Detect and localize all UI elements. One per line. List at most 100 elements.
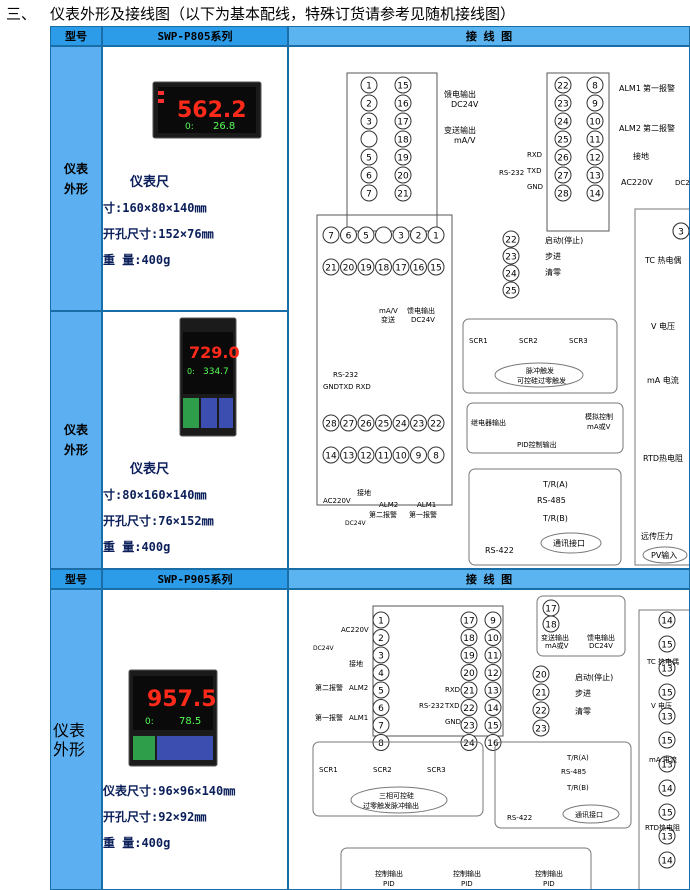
scr1-label: SCR1 <box>469 337 488 345</box>
alm1-text-2: 第一报警 <box>409 510 437 519</box>
terminal-bottom2-3 <box>375 446 392 464</box>
display-sub-right: 334.7 <box>203 367 229 377</box>
cutout-spec: 开孔尺寸:152×76㎜ <box>103 227 214 241</box>
terminal-right2-4 <box>586 148 604 166</box>
terminal-bottom1-2-number: 26 <box>360 420 372 430</box>
terminal-top-0 <box>322 226 340 244</box>
header-wiring: 接 线 图 <box>288 26 690 46</box>
terminal-right2-0 <box>586 76 604 94</box>
terminal-right2-3 <box>586 130 604 148</box>
block2-label: 仪表外形 <box>50 311 102 569</box>
display-main: 957.5 <box>147 687 217 712</box>
rxd-label-3: RXD <box>445 686 460 694</box>
terminal-mid-3-number: 18 <box>397 136 409 146</box>
terminal-right2-2-number: 10 <box>589 118 601 128</box>
trans-label-3: 变送输出 <box>541 633 569 642</box>
terminal-top-6 <box>427 226 445 244</box>
terminal-mid-6 <box>394 184 412 202</box>
terminal-ctrl-1-number: 23 <box>505 253 516 263</box>
display-sub-left: 0: <box>145 717 154 727</box>
alm1-text: 第一报警 <box>643 83 675 93</box>
terminal-bottom2-0 <box>322 446 340 464</box>
terminal-p905-left-4 <box>372 681 390 699</box>
terminal-right2-3-number: 11 <box>589 136 600 146</box>
terminal-left-6-number: 7 <box>366 190 372 200</box>
terminal-second-4 <box>392 258 410 276</box>
section-heading: 三、仪表外形及接线图（以下为基本配线，特殊订货请参考见随机接线图） <box>6 3 515 24</box>
v-label-3: V 电压 <box>651 701 672 710</box>
terminal-p905-left-0 <box>372 611 390 629</box>
terminal-p905-left-2 <box>372 646 390 664</box>
terminal-p905-input-3-number: 15 <box>661 689 672 699</box>
terminal-p905-ctrl-1-number: 21 <box>535 689 546 699</box>
block3-model: 957.5 0: 78.5 仪表尺寸:96×96×140㎜ 开孔尺寸:92×92… <box>102 589 288 890</box>
trans-unit-3: mA或V <box>545 641 569 650</box>
terminal-p905-r1-5 <box>460 699 478 716</box>
terminal-right1-3 <box>554 130 572 148</box>
terminal-p905-left-4-number: 5 <box>378 687 384 697</box>
terminal-p905-input-1-number: 15 <box>661 641 672 651</box>
terminal-p905-r1-6-number: 23 <box>463 722 474 732</box>
terminal-right2-0-number: 8 <box>592 82 598 92</box>
terminal-p905-r1-0 <box>460 611 478 629</box>
ac-label-3: AC220V <box>341 626 369 634</box>
terminal-p905-r1-2-number: 19 <box>463 652 475 662</box>
terminal-bottom2-3-number: 11 <box>378 452 389 462</box>
terminal-bottom2-0-number: 14 <box>325 452 337 462</box>
terminal-bottom2-4-number: 10 <box>395 452 407 462</box>
terminal-top-5 <box>410 226 427 244</box>
terminal-p905-left-5 <box>372 699 390 716</box>
terminal-left-0 <box>360 76 378 94</box>
terminal-right1-6 <box>554 184 572 202</box>
terminal-p905-ctrl-1 <box>532 683 550 701</box>
pid-label: PID控制输出 <box>517 440 557 449</box>
terminal-left-5 <box>360 166 378 184</box>
rxd-label: RXD <box>527 151 542 159</box>
wiring-svg-p805: 1235671516171819202122232425262728891011… <box>316 72 689 566</box>
terminal-p905-r1-3 <box>460 664 478 681</box>
terminal-p905-r1-3-number: 20 <box>463 669 475 679</box>
terminal-p905-input-10-number: 14 <box>661 857 673 867</box>
rs232-label: RS-232 <box>499 169 524 177</box>
terminal-second-1-number: 20 <box>343 264 355 274</box>
terminal-p905-input-5 <box>658 731 676 749</box>
terminal-left-3 <box>360 130 378 148</box>
meter-image-horizontal: 562.2 0: 26.8 <box>152 81 262 139</box>
terminal-right1-2 <box>554 112 572 130</box>
terminal-p905-r2-5 <box>484 699 502 716</box>
terminal-top-4-number: 3 <box>398 232 404 242</box>
terminal-left-0-number: 1 <box>366 82 372 92</box>
terminal-bottom2-1 <box>340 446 357 464</box>
terminal-right2-5 <box>586 166 604 184</box>
v-label: V 电压 <box>651 321 675 331</box>
terminal-right2-5-number: 13 <box>589 172 600 182</box>
gnd-label-3: GND <box>445 718 461 726</box>
ctrl2b-label: PID <box>461 880 473 888</box>
weight-spec: 重 量:400g <box>103 836 171 850</box>
terminal-right1-3-number: 25 <box>557 136 568 146</box>
terminal-right2-2 <box>586 112 604 130</box>
start-stop-label-3: 启动(停止) <box>575 672 613 682</box>
terminal-p905-r2-6-number: 15 <box>487 722 498 732</box>
terminal-p905-input-8-number: 15 <box>661 809 672 819</box>
terminal-top-2-number: 5 <box>363 232 369 242</box>
terminal-left-4 <box>360 148 378 166</box>
terminal-p905-r1-5-number: 22 <box>463 704 474 714</box>
size-spec: 仪表尺寸:96×96×140㎜ <box>103 784 236 798</box>
terminal-p905-r2-4-number: 13 <box>487 687 498 697</box>
terminal-p905-ctrl-0-number: 20 <box>535 671 547 681</box>
rs422-label: RS-422 <box>485 546 514 555</box>
alm1-label: ALM1 <box>619 84 641 93</box>
terminal-p905-input-1 <box>658 635 676 653</box>
terminal-second-1 <box>340 258 357 276</box>
pulse-label-3b: 过零触发脉冲输出 <box>363 801 419 810</box>
comm-label: 通讯接口 <box>553 538 585 548</box>
terminal-left-1 <box>360 94 378 112</box>
terminal-bottom1-5-number: 23 <box>413 420 424 430</box>
terminal-left-5-number: 6 <box>366 172 372 182</box>
header-series-p905: SWP-P905系列 <box>102 569 288 589</box>
terminal-bottom2-6 <box>427 446 445 464</box>
trans-unit: mA/V <box>454 136 476 145</box>
comm-label-3: 通讯接口 <box>575 810 603 819</box>
